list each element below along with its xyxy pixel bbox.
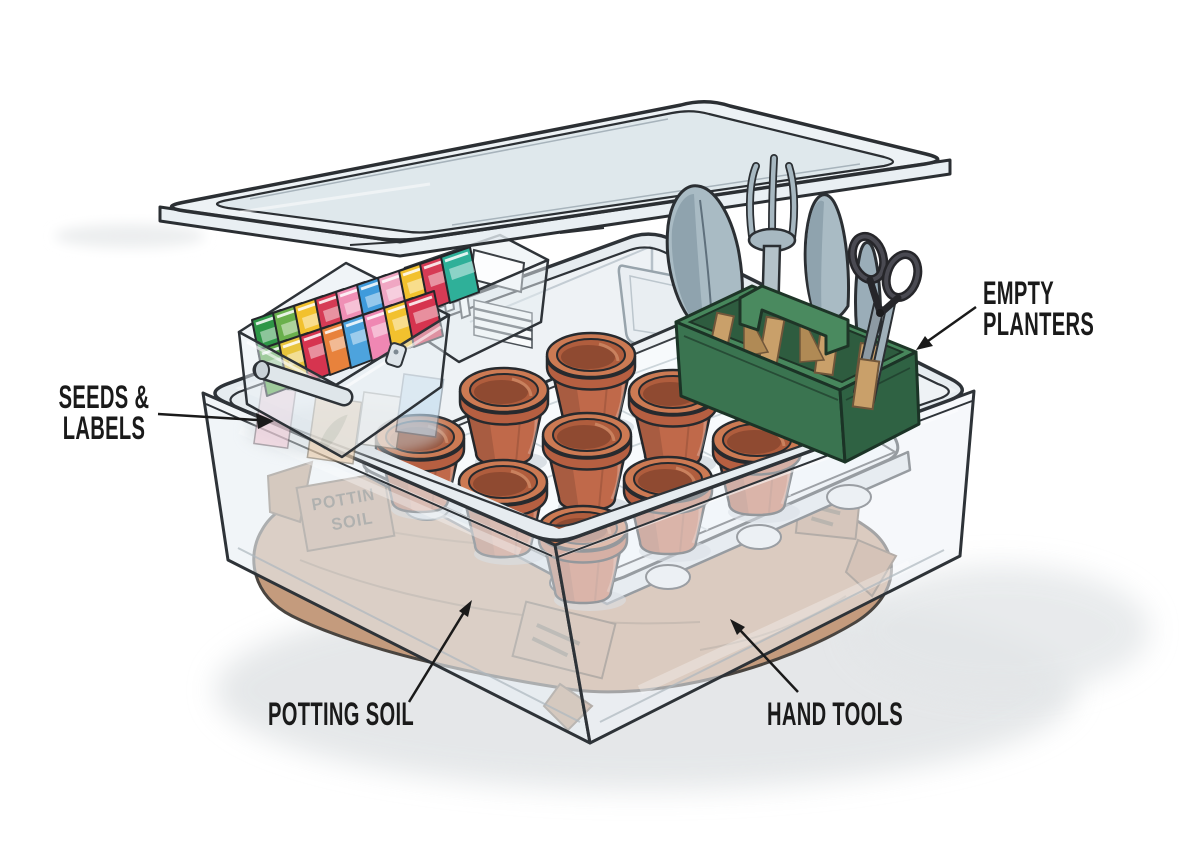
- scissors: [847, 231, 923, 411]
- tool-caddy: [665, 154, 923, 464]
- bin-lid: [158, 100, 952, 258]
- seed-box-latch: [385, 342, 407, 368]
- callout-arrow-empty-planters: [916, 305, 977, 350]
- callout-seeds-labels-line1: SEEDS &: [58, 379, 150, 415]
- callout-potting-soil-line1: POTTING SOIL: [267, 696, 415, 732]
- callout-empty-planters-line2: PLANTERS: [983, 306, 1095, 342]
- callout-empty-planters: EMPTY PLANTERS: [983, 275, 1183, 342]
- callout-arrow-seeds-labels: [157, 412, 274, 429]
- callout-potting-soil: POTTING SOIL: [181, 696, 501, 732]
- callout-seeds-labels: SEEDS & LABELS: [0, 379, 214, 446]
- callout-hand-tools-line1: HAND TOOLS: [766, 696, 904, 732]
- callout-seeds-labels-line2: LABELS: [62, 410, 146, 446]
- callout-arrow-potting-soil: [407, 600, 472, 703]
- callout-arrow-hand-tools: [730, 619, 799, 693]
- seed-box-handle: [252, 360, 354, 407]
- callout-hand-tools: HAND TOOLS: [675, 696, 995, 732]
- caddy-handle: [738, 284, 850, 356]
- callout-empty-planters-line1: EMPTY: [983, 275, 1055, 311]
- hand-trowel-small: [803, 193, 850, 323]
- seed-packet-box: [237, 245, 481, 465]
- callout-arrows: [157, 305, 977, 703]
